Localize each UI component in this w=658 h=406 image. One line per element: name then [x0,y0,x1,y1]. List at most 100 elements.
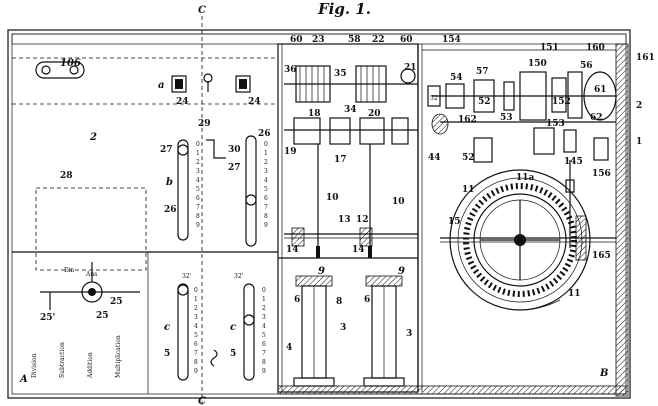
label-160: 160 [586,43,605,53]
gear-16 [329,117,351,145]
bottom-wall [277,385,627,395]
lever-mark-ein: Ein [64,267,74,274]
inner-case [11,33,627,395]
scale-ll-tick: 8 [194,359,198,366]
wheel-inner [473,193,567,287]
wheel-teeth [463,183,577,297]
scale-left-tick: 5 [196,186,200,193]
gear-stack-top [284,65,418,103]
pointer-pin [203,73,213,83]
bevel-14b [359,227,373,247]
outer-case [7,29,631,399]
bevel-14a [291,227,305,247]
label-44: 44 [428,153,441,163]
scale-right-tick: 0 [264,141,268,148]
label-2-right: 2 [636,101,642,111]
label-156: 156 [592,169,611,179]
counter-base-a [293,377,335,387]
label-145: 145 [564,157,583,167]
linkage-30 [206,139,226,159]
scale-left-tick: 8 [196,213,200,220]
slider-27a [177,144,189,156]
scale-right-tick: 3 [264,168,268,175]
label-61: 61 [594,85,607,95]
slot-c-right [243,283,255,381]
slider-c-left [177,284,189,296]
scale-left: 0 1 2 3 4 5 6 7 8 9 [196,141,200,229]
collar-52a [427,85,441,107]
label-24a: 24 [176,97,189,107]
scale-right-tick: 6 [264,195,268,202]
scale-left-tick: 4 [196,177,200,184]
label-62: 62 [590,113,603,123]
label-150: 150 [528,59,547,69]
label-165: 165 [592,251,611,261]
label-6a: 6 [294,295,300,305]
label-27b: 27 [228,163,241,173]
label-154x: 154 [442,35,461,45]
label-54: 54 [450,73,463,83]
scale-left-tick: 1 [196,150,200,157]
label-11c: 11a [516,173,535,183]
label-53: 53 [500,113,513,123]
label-23: 23 [312,35,325,45]
label-2-left: 2 [89,132,97,143]
scale-left-tick: 0 [196,141,200,148]
gear-18 [293,117,321,145]
scale-lr-tick: 8 [262,359,266,366]
label-25c: 25' [40,313,55,323]
post-a [316,246,320,258]
label-153: 153 [546,119,565,129]
scale-left-tick: 9 [196,222,200,229]
operation-label: Multiplication [115,335,122,378]
scale-lower-left: 0 1 2 3 4 5 6 7 8 9 [194,287,198,375]
gear-145 [563,129,577,153]
counter-head-9a [295,275,333,287]
gear-54 [445,83,465,109]
scale-ll-tick: 6 [194,341,198,348]
scale-ll-tick: 0 [194,287,198,294]
scale-lr-tick: 7 [262,350,266,357]
gear-56 [567,71,583,119]
wheel-arc [519,299,561,311]
disc-61 [583,71,617,121]
label-15: 15 [448,217,461,227]
scale-ll-tick: 1 [194,296,198,303]
window-a [171,75,187,93]
wheel-hub [514,234,526,246]
slot-27b [245,135,257,247]
label-8: 8 [336,297,342,307]
dashed-box-28 [35,187,147,271]
scale-right-tick: 4 [264,177,268,184]
scale-lr-tick: 1 [262,296,266,303]
label-35: 35 [334,69,347,79]
label-12: 12 [356,215,369,225]
label-26a: 26 [164,205,177,215]
knob-hole [69,65,79,75]
slot-b [177,139,189,241]
window-b-digit [239,79,247,89]
gear-150 [519,71,547,121]
label-5a: 5 [164,349,170,359]
label-20: 20 [368,109,381,119]
scale-ll-tick: 7 [194,350,198,357]
label-21: 21 [404,63,417,73]
scale-lower-right: 0 1 2 3 4 5 6 7 8 9 [262,287,266,375]
label-6b: 6 [364,295,370,305]
scale-right: 0 1 2 3 4 5 6 7 8 9 [264,141,268,229]
label-34: 34 [344,105,357,115]
crank-44 [431,113,449,135]
label-11a: 11 [462,185,475,195]
label-22: 22 [372,35,385,45]
scale-lr-tick: 5 [262,332,266,339]
scale-ll-tick: 3 [194,314,198,321]
slot-c-left [177,283,189,381]
label-161: 161 [636,53,655,63]
slider-c-right [243,314,255,326]
label-14b: 14 [352,245,365,255]
operation-label: Division [31,353,38,378]
label-1: 1 [636,137,642,147]
label-25b: 25 [96,311,109,321]
figure-title: Fig. 1. [317,0,371,18]
